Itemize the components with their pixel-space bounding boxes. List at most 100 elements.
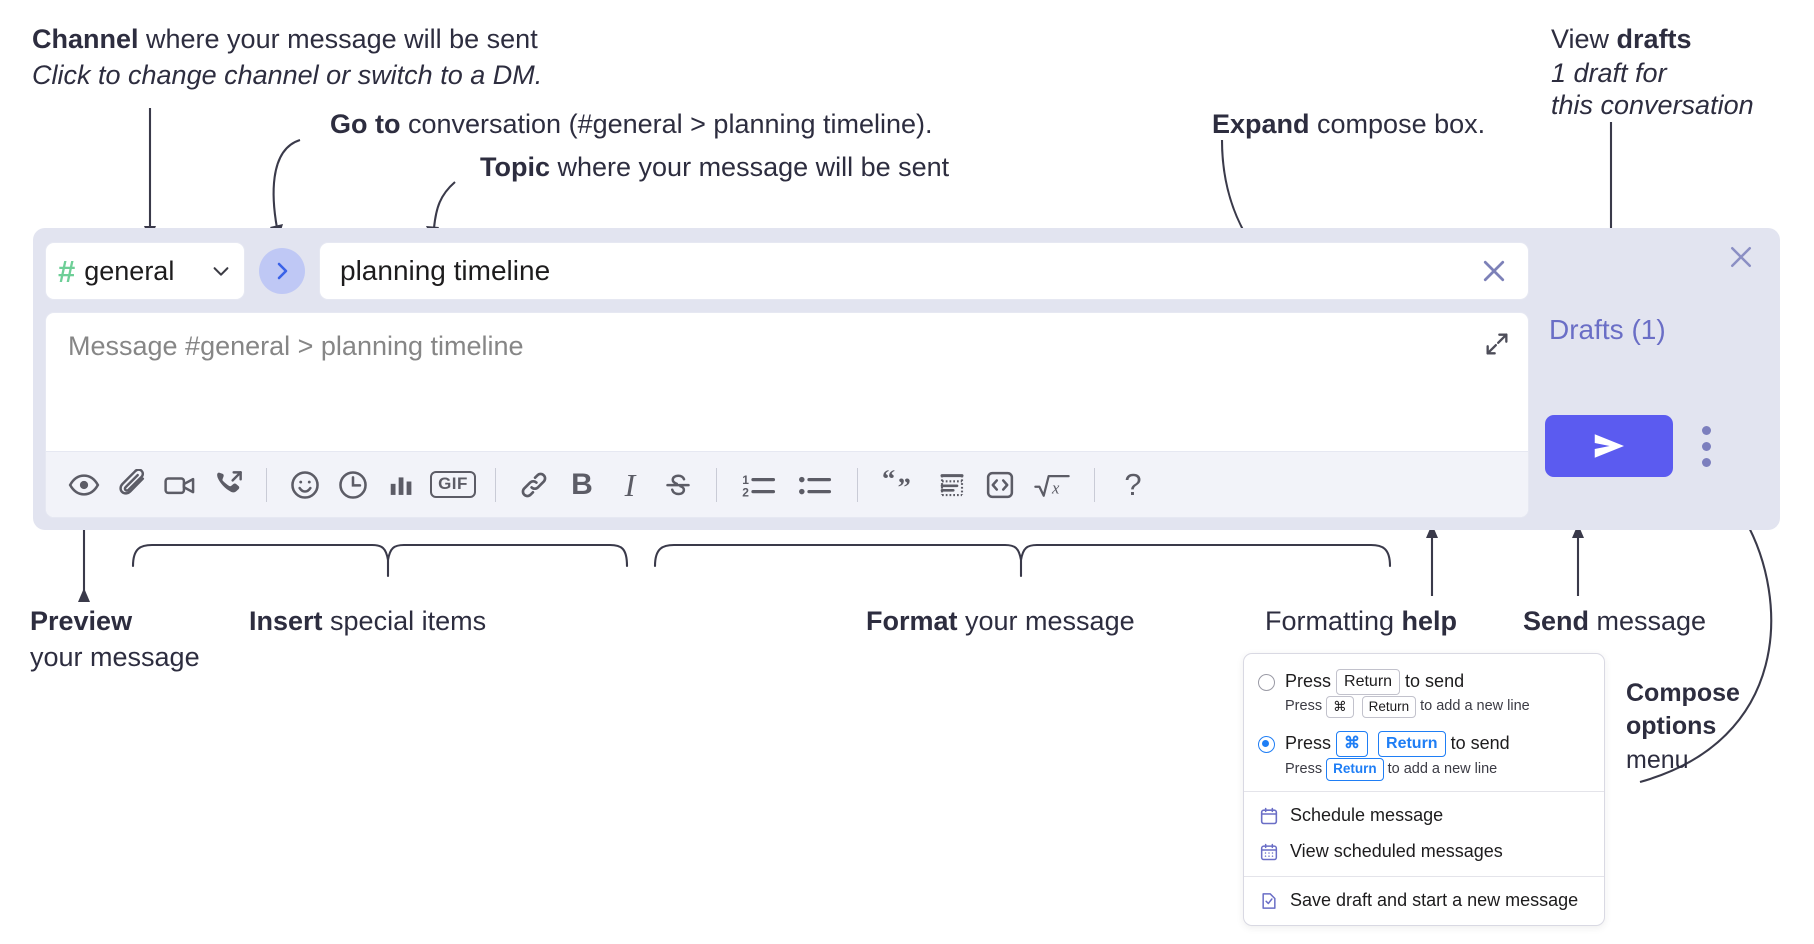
annotation-drafts-sub2-text: this conversation [1551, 90, 1754, 120]
compose-panel: # general planning timeline [33, 228, 1780, 530]
close-icon [1731, 247, 1751, 267]
preview-button[interactable] [60, 461, 108, 509]
annotation-format-rest: your message [957, 606, 1135, 636]
calendar-icon [1258, 805, 1280, 827]
gif-button[interactable]: GIF [425, 461, 481, 509]
option-cmd-return-main: Press ⌘ Return to send [1285, 730, 1510, 757]
message-input[interactable]: Message #general > planning timeline [46, 313, 1528, 451]
ordered-list-button[interactable]: 1 2 [731, 461, 787, 509]
radio-button-return[interactable] [1258, 674, 1275, 691]
menu-item-save-draft-label: Save draft and start a new message [1290, 890, 1579, 910]
topic-clear-button[interactable] [1476, 253, 1512, 289]
annotation-topic-bold: Topic [480, 152, 550, 182]
video-camera-icon [164, 476, 195, 494]
svg-text:x: x [1051, 478, 1060, 497]
menu-item-view-scheduled[interactable]: View scheduled messages [1244, 834, 1604, 870]
compose-right-column: Drafts (1) [1545, 240, 1769, 518]
formatting-toolbar: GIF B I [46, 451, 1528, 517]
svg-text:“: “ [882, 470, 895, 493]
key-return-sub-2: Return [1326, 758, 1384, 781]
option-return-sub: Press ⌘ Return to add a new line [1244, 696, 1604, 719]
emoji-button[interactable] [281, 461, 329, 509]
option-return-prefix: Press [1285, 671, 1332, 691]
chevron-right-icon [277, 262, 288, 280]
annotation-drafts-prefix: View [1551, 24, 1617, 54]
send-button[interactable] [1545, 415, 1673, 477]
document-check-icon [1258, 890, 1280, 912]
key-return-main: Return [1378, 730, 1446, 757]
annotation-compose-options-1: Compose [1626, 677, 1740, 709]
send-shortcut-options: Press Return to send Press ⌘ Return to a… [1244, 654, 1604, 791]
annotation-insert: Insert special items [249, 604, 486, 639]
math-button[interactable]: x [1024, 461, 1080, 509]
attach-file-button[interactable] [108, 461, 156, 509]
annotation-compose-options-3: menu [1626, 744, 1689, 776]
annotation-drafts-sub1-text: 1 draft for [1551, 58, 1667, 88]
annotation-preview-line2-text: your message [30, 642, 200, 672]
menu-item-schedule-label: Schedule message [1290, 805, 1444, 825]
calendar-grid-icon [1258, 841, 1280, 863]
channel-selector[interactable]: # general [45, 242, 245, 300]
expand-compose-button[interactable] [1480, 327, 1514, 361]
question-mark-icon: ? [1124, 467, 1142, 502]
svg-text:2: 2 [742, 485, 749, 499]
bar-chart-icon [390, 476, 412, 495]
annotation-send: Send message [1523, 604, 1706, 639]
menu-divider-2 [1244, 875, 1604, 877]
panel-close-button[interactable] [1724, 240, 1758, 274]
annotation-drafts-bold: drafts [1616, 24, 1692, 54]
quote-icon: “ ” [882, 470, 911, 500]
link-button[interactable] [510, 461, 558, 509]
drafts-link[interactable]: Drafts (1) [1549, 314, 1666, 345]
close-icon [1483, 260, 1505, 282]
inline-code-button[interactable] [976, 461, 1024, 509]
menu-item-schedule-message[interactable]: Schedule message [1244, 798, 1604, 834]
topic-input[interactable]: planning timeline [319, 242, 1529, 300]
option-press-return[interactable]: Press Return to send [1244, 664, 1604, 695]
go-to-conversation-button[interactable] [259, 248, 305, 294]
link-icon [521, 472, 547, 497]
audio-clip-button[interactable] [204, 461, 252, 509]
option-return-main: Press Return to send [1285, 668, 1464, 695]
strikethrough-button[interactable] [654, 461, 702, 509]
compose-options-button[interactable] [1691, 420, 1721, 472]
code-block-icon [940, 473, 964, 496]
radio-button-cmd-return[interactable] [1258, 736, 1275, 754]
chevron-down-icon [213, 267, 229, 276]
bold-button[interactable]: B [558, 461, 606, 509]
video-clip-button[interactable] [156, 461, 204, 509]
poll-button[interactable] [377, 461, 425, 509]
option-cmd-return-sub-prefix: Press [1285, 760, 1323, 777]
smiley-icon [291, 470, 319, 499]
annotation-channel: Channel where your message will be sent [32, 22, 538, 57]
menu-divider-1 [1244, 790, 1604, 792]
annotation-drafts: View drafts [1551, 22, 1692, 57]
schedule-section: Schedule message [1244, 792, 1604, 876]
reminder-button[interactable] [329, 461, 377, 509]
annotation-compose-options-bold2: options [1626, 712, 1717, 740]
compose-options-menu: Press Return to send Press ⌘ Return to a… [1243, 653, 1605, 926]
code-block-button[interactable] [928, 461, 976, 509]
key-return: Return [1336, 668, 1401, 695]
annotation-channel-sub-text: Click to change channel or switch to a D… [32, 60, 543, 90]
key-return-sub: Return [1361, 696, 1417, 719]
bulleted-list-button[interactable] [787, 461, 843, 509]
annotation-preview: Preview [30, 604, 132, 639]
annotation-format: Format your message [866, 604, 1135, 639]
eye-icon [68, 473, 100, 496]
annotation-send-bold: Send [1523, 606, 1590, 636]
annotation-preview-line2: your message [30, 640, 200, 675]
menu-item-save-draft[interactable]: Save draft and start a new message [1244, 883, 1604, 919]
italic-button[interactable]: I [606, 461, 654, 509]
annotation-expand: Expand compose box. [1212, 107, 1485, 142]
blockquote-button[interactable]: “ ” [872, 461, 928, 509]
bulleted-list-icon [799, 476, 832, 494]
formatting-help-button[interactable]: ? [1109, 461, 1157, 509]
more-options-icon-dot-3 [1701, 457, 1711, 467]
draft-section: Save draft and start a new message [1244, 877, 1604, 925]
toolbar-separator-5 [1094, 467, 1095, 502]
annotation-help-prefix: Formatting [1265, 606, 1402, 636]
option-press-cmd-return[interactable]: Press ⌘ Return to send [1244, 726, 1604, 757]
topic-value: planning timeline [340, 255, 551, 286]
annotation-drafts-sub2: this conversation [1551, 88, 1754, 123]
